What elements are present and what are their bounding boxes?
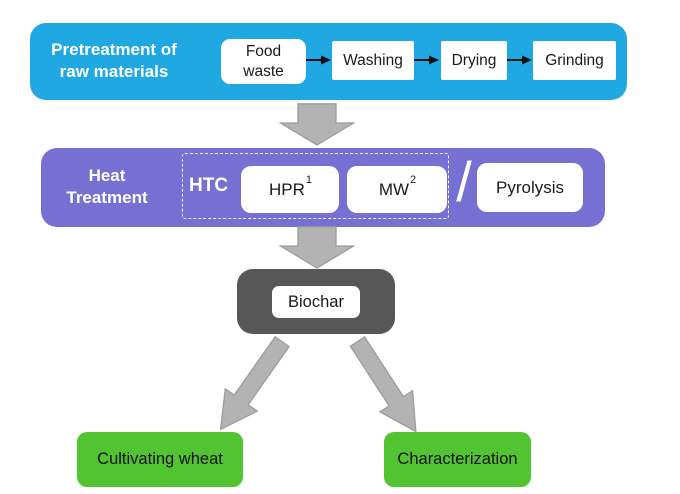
mw-text: MW: [378, 179, 410, 199]
node-food-waste: Food waste: [221, 39, 306, 84]
node-cultivating-wheat: Cultivating wheat: [77, 432, 243, 487]
arrow-right-icon: [414, 55, 439, 65]
node-biochar: Biochar: [272, 286, 360, 318]
hpr-text: HPR: [268, 179, 305, 199]
down-right-block-arrow-icon: [349, 336, 417, 433]
heat-treatment-label: Heat Treatment: [66, 165, 148, 208]
pretreatment-label: Pretreatment of raw materials: [51, 39, 177, 82]
node-washing: Washing: [332, 41, 414, 80]
arrow-right-icon: [306, 55, 331, 65]
slash-separator: /: [456, 150, 472, 213]
htc-label: HTC: [189, 175, 229, 196]
down-left-block-arrow-icon: [219, 335, 290, 431]
down-block-arrow-icon: [279, 103, 355, 146]
arrow-right-icon: [507, 55, 532, 65]
biochar-band: Biochar: [237, 269, 395, 334]
node-characterization: Characterization: [384, 432, 531, 487]
mw-footnote-marker: 2: [410, 173, 417, 186]
node-pyrolysis: Pyrolysis: [477, 163, 583, 212]
node-grinding: Grinding: [533, 41, 616, 80]
hpr-footnote-marker: 1: [305, 173, 313, 186]
node-drying: Drying: [441, 41, 507, 80]
pretreatment-band: Pretreatment of raw materials Food waste…: [30, 23, 627, 100]
down-block-arrow-icon: [279, 226, 355, 269]
